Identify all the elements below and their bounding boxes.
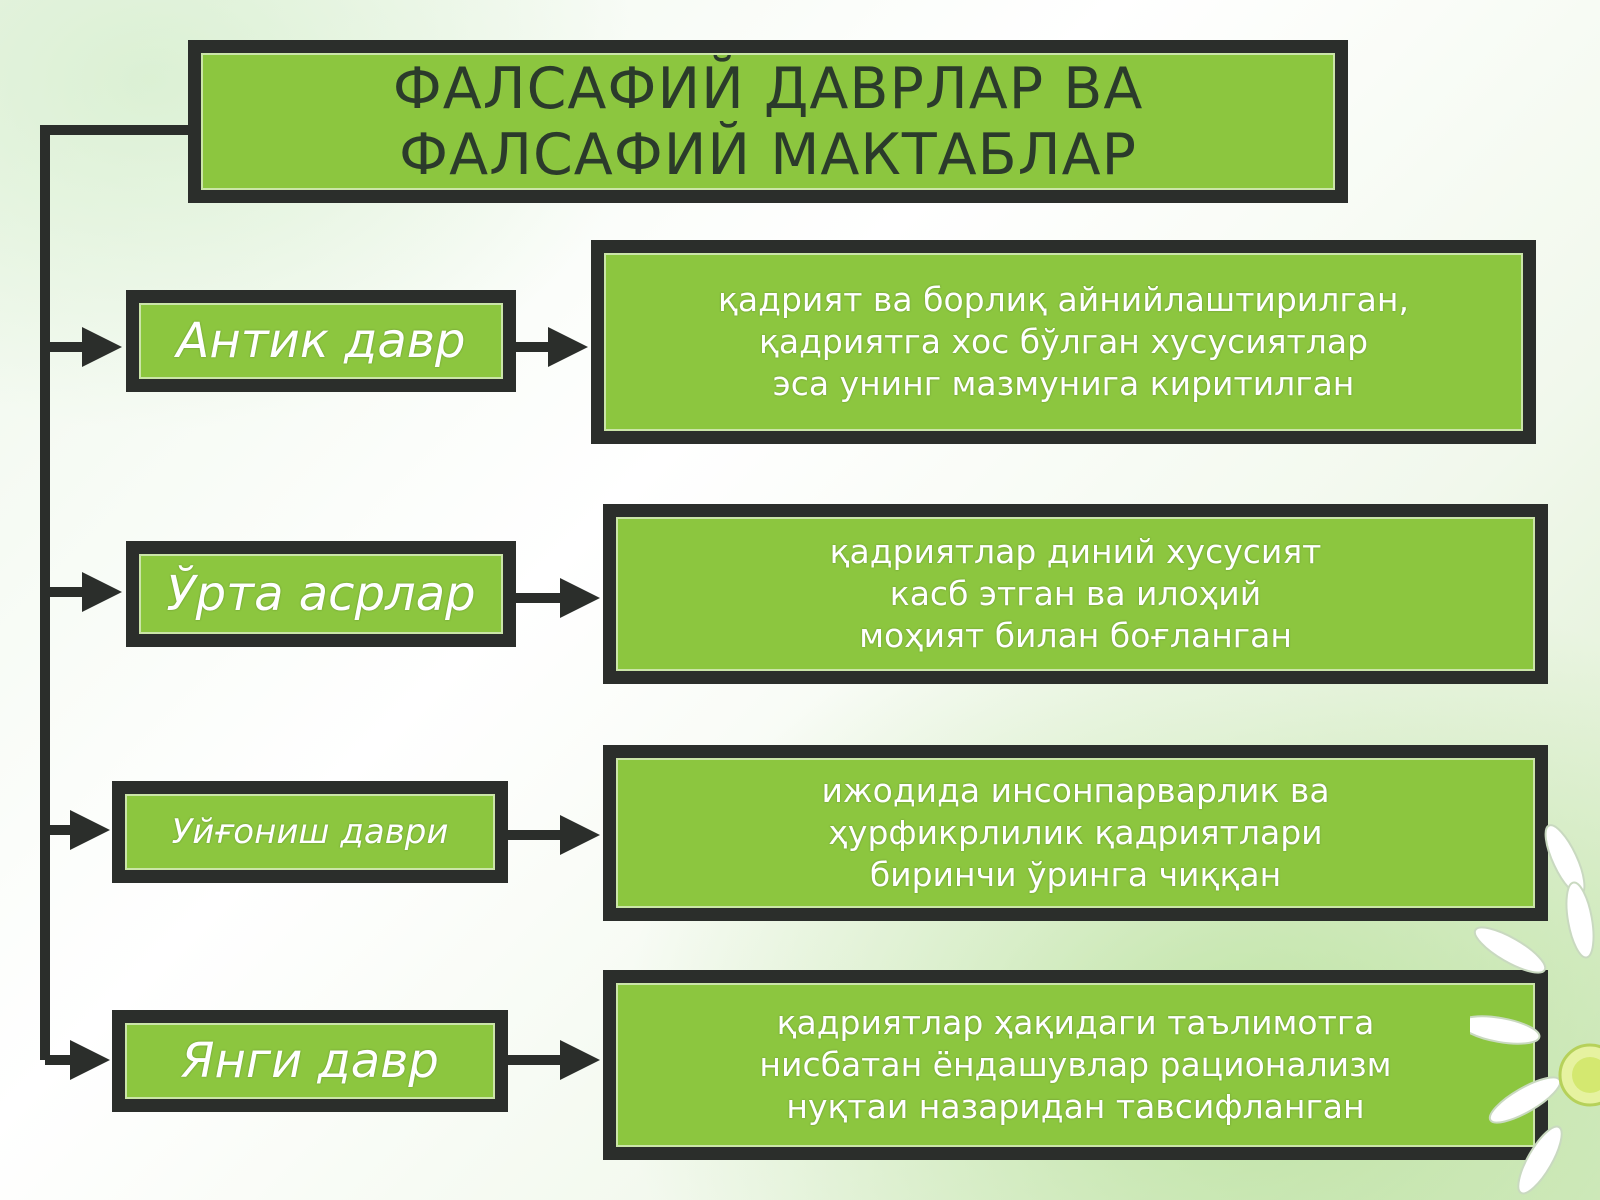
description-text: қадрият ва борлиқ айнийлаштирилган, қадр… xyxy=(718,280,1409,403)
trunk-line xyxy=(40,125,190,1060)
description-box-middle-ages: қадриятлар диний хусусият касб этган ва … xyxy=(603,504,1548,684)
period-box-renaissance: Уйғониш даври xyxy=(112,781,508,883)
description-text: қадриятлар ҳақидаги таълимотга нисбатан … xyxy=(759,1003,1392,1126)
title-box: ФАЛСАФИЙ ДАВРЛАР ВА ФАЛСАФИЙ МАКТАБЛАР xyxy=(188,40,1348,203)
diagram-title: ФАЛСАФИЙ ДАВРЛАР ВА ФАЛСАФИЙ МАКТАБЛАР xyxy=(392,55,1144,188)
daisy-decoration xyxy=(1470,824,1600,1195)
period-box-antiquity: Антик давр xyxy=(126,290,516,392)
period-label: Ўрта асрлар xyxy=(166,566,476,622)
period-label: Антик давр xyxy=(176,313,466,369)
description-text: қадриятлар диний хусусият касб этган ва … xyxy=(829,532,1322,655)
period-label: Уйғониш даври xyxy=(171,812,449,852)
description-box-modern: қадриятлар ҳақидаги таълимотга нисбатан … xyxy=(603,970,1548,1160)
description-box-renaissance: ижодида инсонпарварлик ва ҳурфикрлилик қ… xyxy=(603,745,1548,921)
period-box-modern: Янги давр xyxy=(112,1010,508,1112)
period-label: Янги давр xyxy=(181,1033,439,1089)
period-box-middle-ages: Ўрта асрлар xyxy=(126,541,516,647)
description-text: ижодида инсонпарварлик ва ҳурфикрлилик қ… xyxy=(821,771,1330,894)
description-box-antiquity: қадрият ва борлиқ айнийлаштирилган, қадр… xyxy=(591,240,1536,444)
